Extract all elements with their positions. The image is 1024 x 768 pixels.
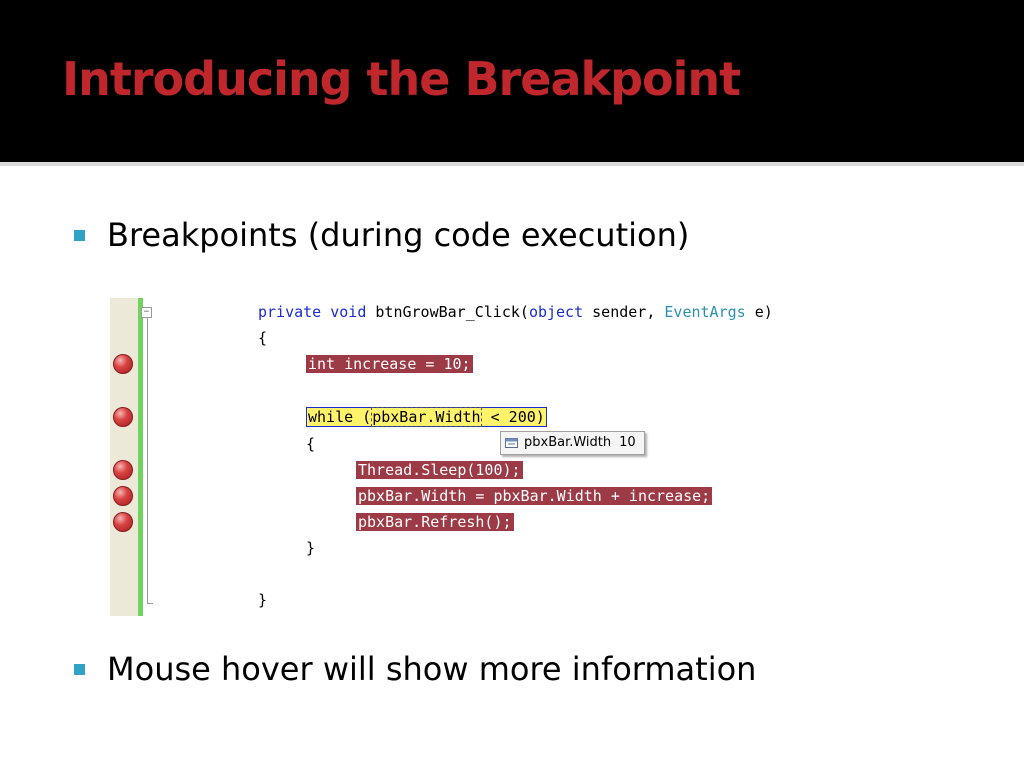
datatip-tooltip[interactable]: pbxBar.Width 10 (500, 431, 645, 455)
title-divider (0, 162, 1024, 166)
title-bar: Introducing the Breakpoint (0, 0, 1024, 160)
code-line-open-brace: { (258, 329, 268, 347)
bullet-text: Breakpoints (during code execution) (107, 216, 690, 254)
code-line-inner-close-brace: } (306, 539, 316, 557)
keyword: object (528, 303, 584, 321)
breakpoint-gutter (110, 298, 138, 616)
code-line-inner-open-brace: { (306, 435, 316, 453)
code-token: < 200) (481, 408, 545, 426)
breakpoint-icon (113, 486, 133, 506)
bullet-square-icon (74, 229, 85, 241)
code-line-breakpoint: Thread.Sleep(100); (356, 460, 523, 480)
keyword: private (258, 303, 322, 321)
code-token: while ( (308, 408, 372, 426)
outline-end-mark (147, 603, 153, 604)
change-tracking-bar (138, 298, 143, 616)
parameter: e) (754, 303, 773, 321)
breakpoint-icon (113, 407, 133, 427)
code-line-close-brace: } (258, 591, 268, 609)
code-line-breakpoint: int increase = 10; (306, 354, 473, 374)
bullet-text: Mouse hover will show more information (107, 650, 757, 688)
slide-content: Breakpoints (during code execution) − pr… (0, 166, 1024, 768)
breakpoint-highlight: Thread.Sleep(100); (356, 461, 523, 479)
hovered-variable[interactable]: pbxBar.Width (371, 407, 482, 427)
breakpoint-icon (113, 354, 133, 374)
breakpoint-icon (113, 512, 133, 532)
breakpoint-highlight: int increase = 10; (306, 355, 473, 373)
breakpoint-icon (113, 460, 133, 480)
current-statement-highlight: while (pbxBar.Width < 200) (306, 407, 547, 427)
keyword: void (330, 303, 367, 321)
code-line-breakpoint: pbxBar.Width = pbxBar.Width + increase; (356, 486, 713, 506)
type-name: EventArgs (664, 303, 746, 321)
parameter: sender, (592, 303, 656, 321)
bullet-item: Mouse hover will show more information (74, 650, 756, 688)
tooltip-variable-value: 10 (619, 435, 636, 450)
slide-title: Introducing the Breakpoint (62, 52, 741, 106)
bullet-square-icon (74, 663, 85, 675)
method-name: btnGrowBar_Click( (375, 303, 529, 321)
outline-guide (147, 312, 148, 604)
code-line-breakpoint: pbxBar.Refresh(); (356, 512, 514, 532)
collapse-outline-icon: − (141, 307, 152, 318)
breakpoint-highlight: pbxBar.Refresh(); (356, 513, 514, 531)
bullet-item: Breakpoints (during code execution) (74, 216, 689, 254)
code-line-method-signature: private void btnGrowBar_Click(object sen… (258, 302, 773, 322)
tooltip-variable-name: pbxBar.Width (524, 435, 612, 450)
breakpoint-highlight: pbxBar.Width = pbxBar.Width + increase; (356, 487, 713, 505)
watch-variable-icon (505, 438, 518, 448)
code-editor-screenshot: − private void btnGrowBar_Click(object s… (110, 298, 965, 616)
code-line-current-statement: while (pbxBar.Width < 200) (306, 407, 547, 427)
